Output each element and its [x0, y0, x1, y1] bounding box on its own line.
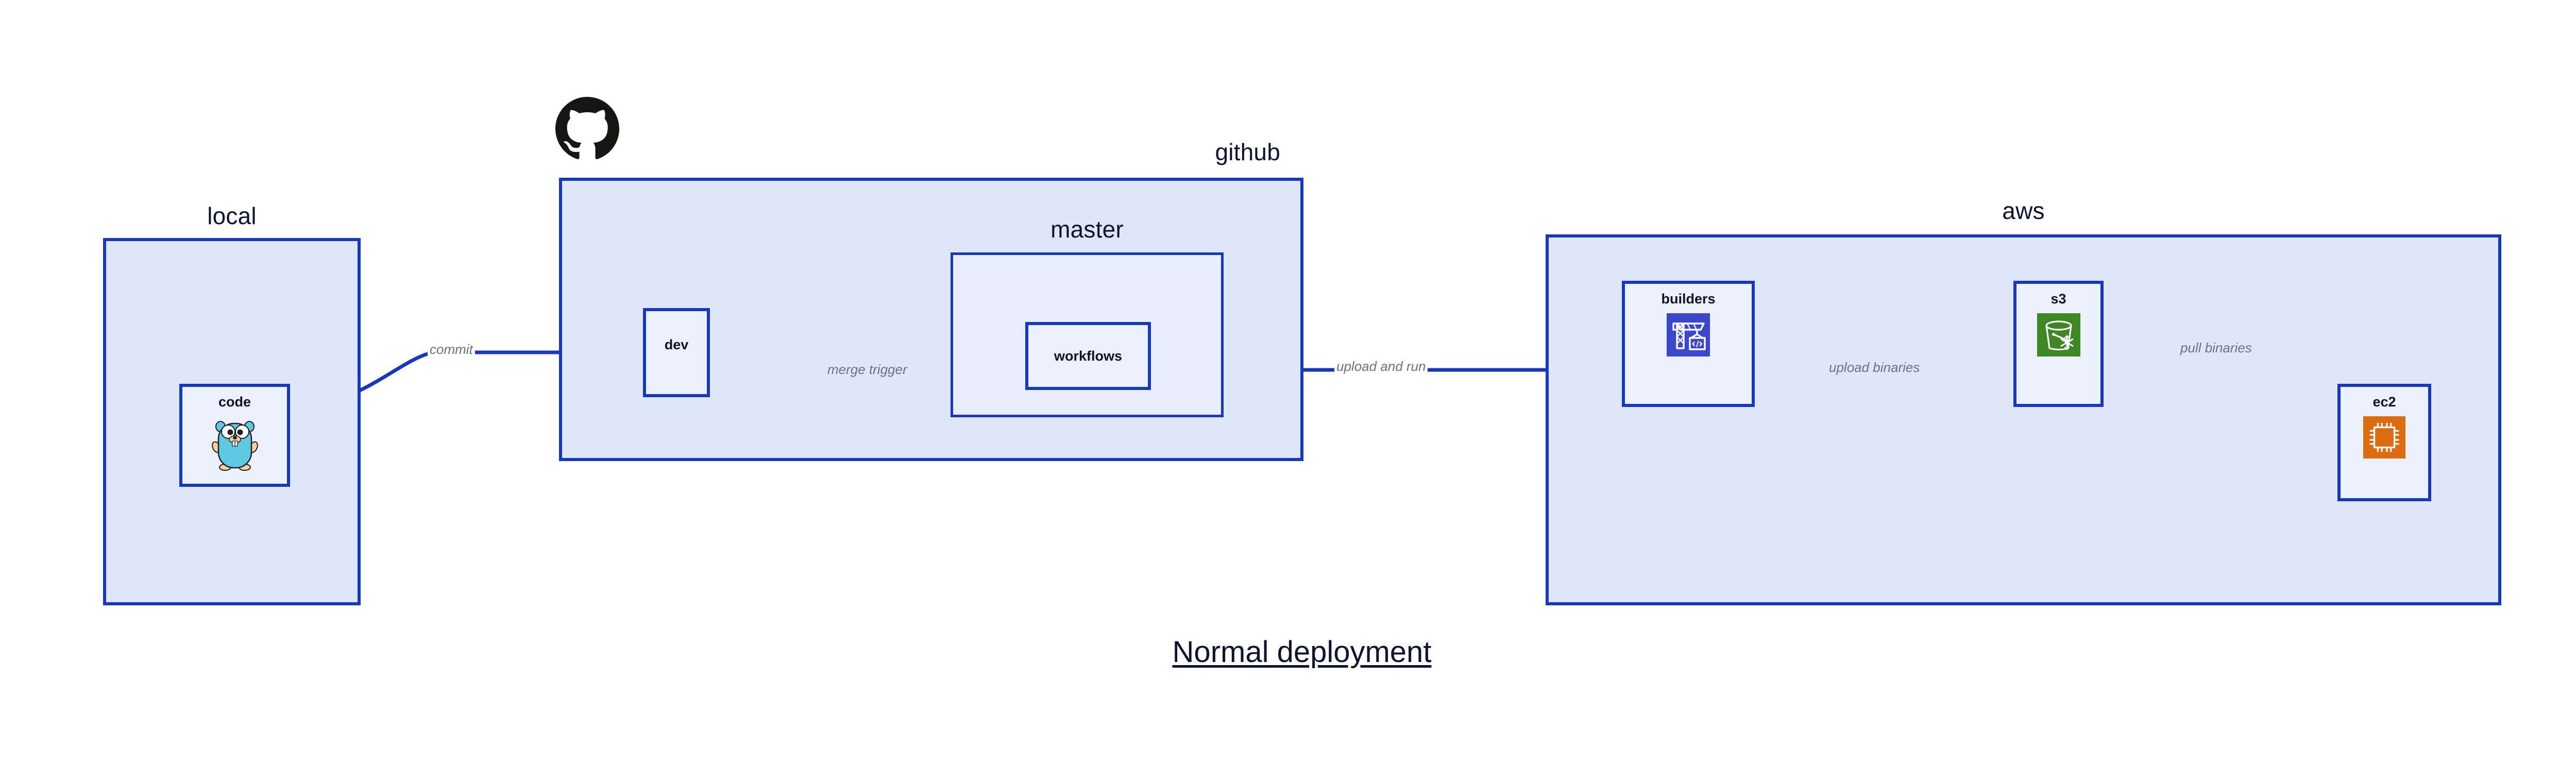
group-github-label: github	[1215, 139, 1280, 165]
edge-label-merge-trigger: merge trigger	[825, 362, 909, 377]
group-local-label: local	[207, 202, 257, 229]
group-aws-label: aws	[2002, 197, 2045, 224]
aws-ec2-icon	[2363, 416, 2405, 459]
node-ec2[interactable]: ec2	[2337, 384, 2431, 501]
edge-label-upload-and-run: upload and run	[1334, 359, 1428, 374]
node-builders-label: builders	[1661, 291, 1716, 307]
aws-codebuild-icon	[1667, 313, 1710, 356]
go-gopher-icon	[211, 415, 259, 471]
node-ec2-label: ec2	[2372, 394, 2396, 410]
aws-s3-icon	[2037, 313, 2080, 356]
node-workflows-label: workflows	[1054, 348, 1123, 364]
node-s3[interactable]: s3	[2013, 281, 2104, 407]
edge-label-pull-binaries: pull binaries	[2178, 341, 2254, 355]
page-title: Normal deployment	[1172, 635, 1432, 669]
node-s3-label: s3	[2050, 291, 2066, 307]
node-builders[interactable]: builders	[1622, 281, 1755, 407]
group-master-label: master	[1050, 216, 1124, 243]
node-code-label: code	[218, 394, 251, 410]
github-octocat-icon	[555, 97, 619, 163]
node-code[interactable]: code	[179, 384, 290, 487]
node-dev[interactable]: dev	[643, 308, 710, 397]
edge-label-commit: commit	[428, 342, 475, 357]
edge-label-upload-binaries: upload binaries	[1827, 360, 1922, 375]
node-dev-label: dev	[664, 337, 689, 352]
node-workflows[interactable]: workflows	[1025, 322, 1151, 390]
